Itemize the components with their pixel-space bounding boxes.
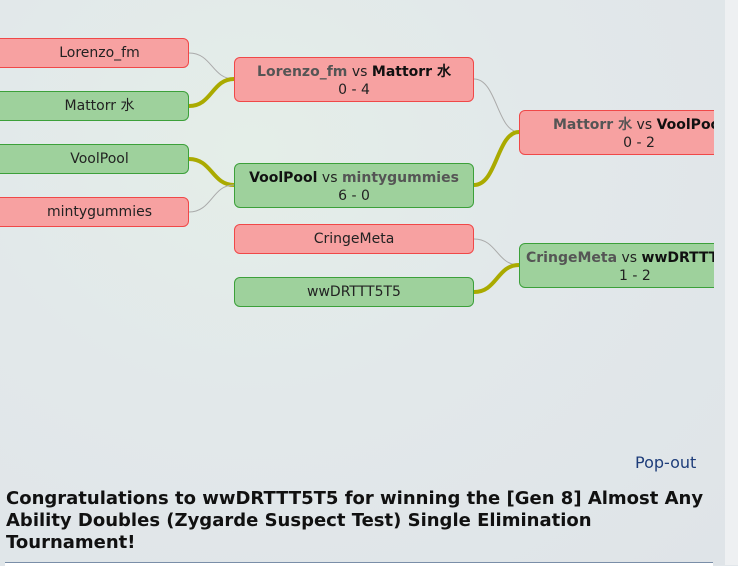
connector [473, 78, 520, 133]
divider [5, 562, 713, 566]
player1: Mattorr 水 [553, 117, 633, 133]
popout-link[interactable]: Pop-out [635, 453, 697, 472]
player2: Mattorr 水 [371, 64, 451, 80]
connector-win [473, 130, 520, 187]
team-name: VoolPool [70, 151, 129, 167]
match-mattorr-vs-voolpool[interactable]: Mattorr 水 vs VoolPool0 - 2 [519, 110, 714, 155]
vs-label: vs [621, 250, 638, 266]
player2: VoolPool [656, 117, 714, 133]
team-lorenzo[interactable]: Lorenzo_fm [0, 38, 189, 68]
player2: wwDRTTT5T5 [641, 250, 714, 266]
match-score: 1 - 2 [619, 268, 651, 284]
connector-win [188, 157, 235, 187]
team-name: CringeMeta [313, 231, 395, 247]
bracket-connectors [188, 52, 520, 294]
match-score: 0 - 2 [623, 135, 655, 151]
player1: CringeMeta [526, 250, 618, 266]
bracket: Lorenzo_fm Mattorr 水 VoolPool mintygummi… [0, 38, 714, 307]
connector-win [473, 263, 520, 294]
team-voolpool[interactable]: VoolPool [0, 144, 189, 174]
match-score: 0 - 4 [338, 82, 370, 98]
team-mattorr[interactable]: Mattorr 水 [0, 91, 189, 121]
team-cringemeta[interactable]: CringeMeta [234, 224, 474, 254]
team-name: Mattorr 水 [64, 98, 135, 114]
match-score: 6 - 0 [338, 188, 370, 204]
match-cringemeta-vs-wwdrttt5t5[interactable]: CringeMeta vs wwDRTTT5T5 1 - 2 [519, 243, 714, 288]
vs-label: vs [321, 170, 338, 186]
scrollbar-track[interactable] [725, 0, 738, 565]
team-mintygummies[interactable]: mintygummies [0, 197, 189, 227]
vs-label: vs [351, 64, 368, 80]
team-name: wwDRTTT5T5 [307, 284, 401, 300]
match-voolpool-vs-mintygummies[interactable]: VoolPool vs mintygummies 6 - 0 [234, 163, 474, 208]
player2: mintygummies [341, 170, 459, 186]
connector-win [188, 77, 235, 108]
team-wwdrttt5t5[interactable]: wwDRTTT5T5 [234, 277, 474, 307]
team-name: Lorenzo_fm [59, 45, 140, 61]
vs-label: vs [636, 117, 653, 133]
connector [188, 184, 235, 213]
connector [473, 238, 520, 266]
connector [188, 52, 235, 80]
player1: Lorenzo_fm [257, 64, 348, 80]
congratulations-message: Congratulations to wwDRTTT5T5 for winnin… [6, 488, 704, 553]
team-name: mintygummies [46, 204, 152, 220]
player1: VoolPool [249, 170, 318, 186]
